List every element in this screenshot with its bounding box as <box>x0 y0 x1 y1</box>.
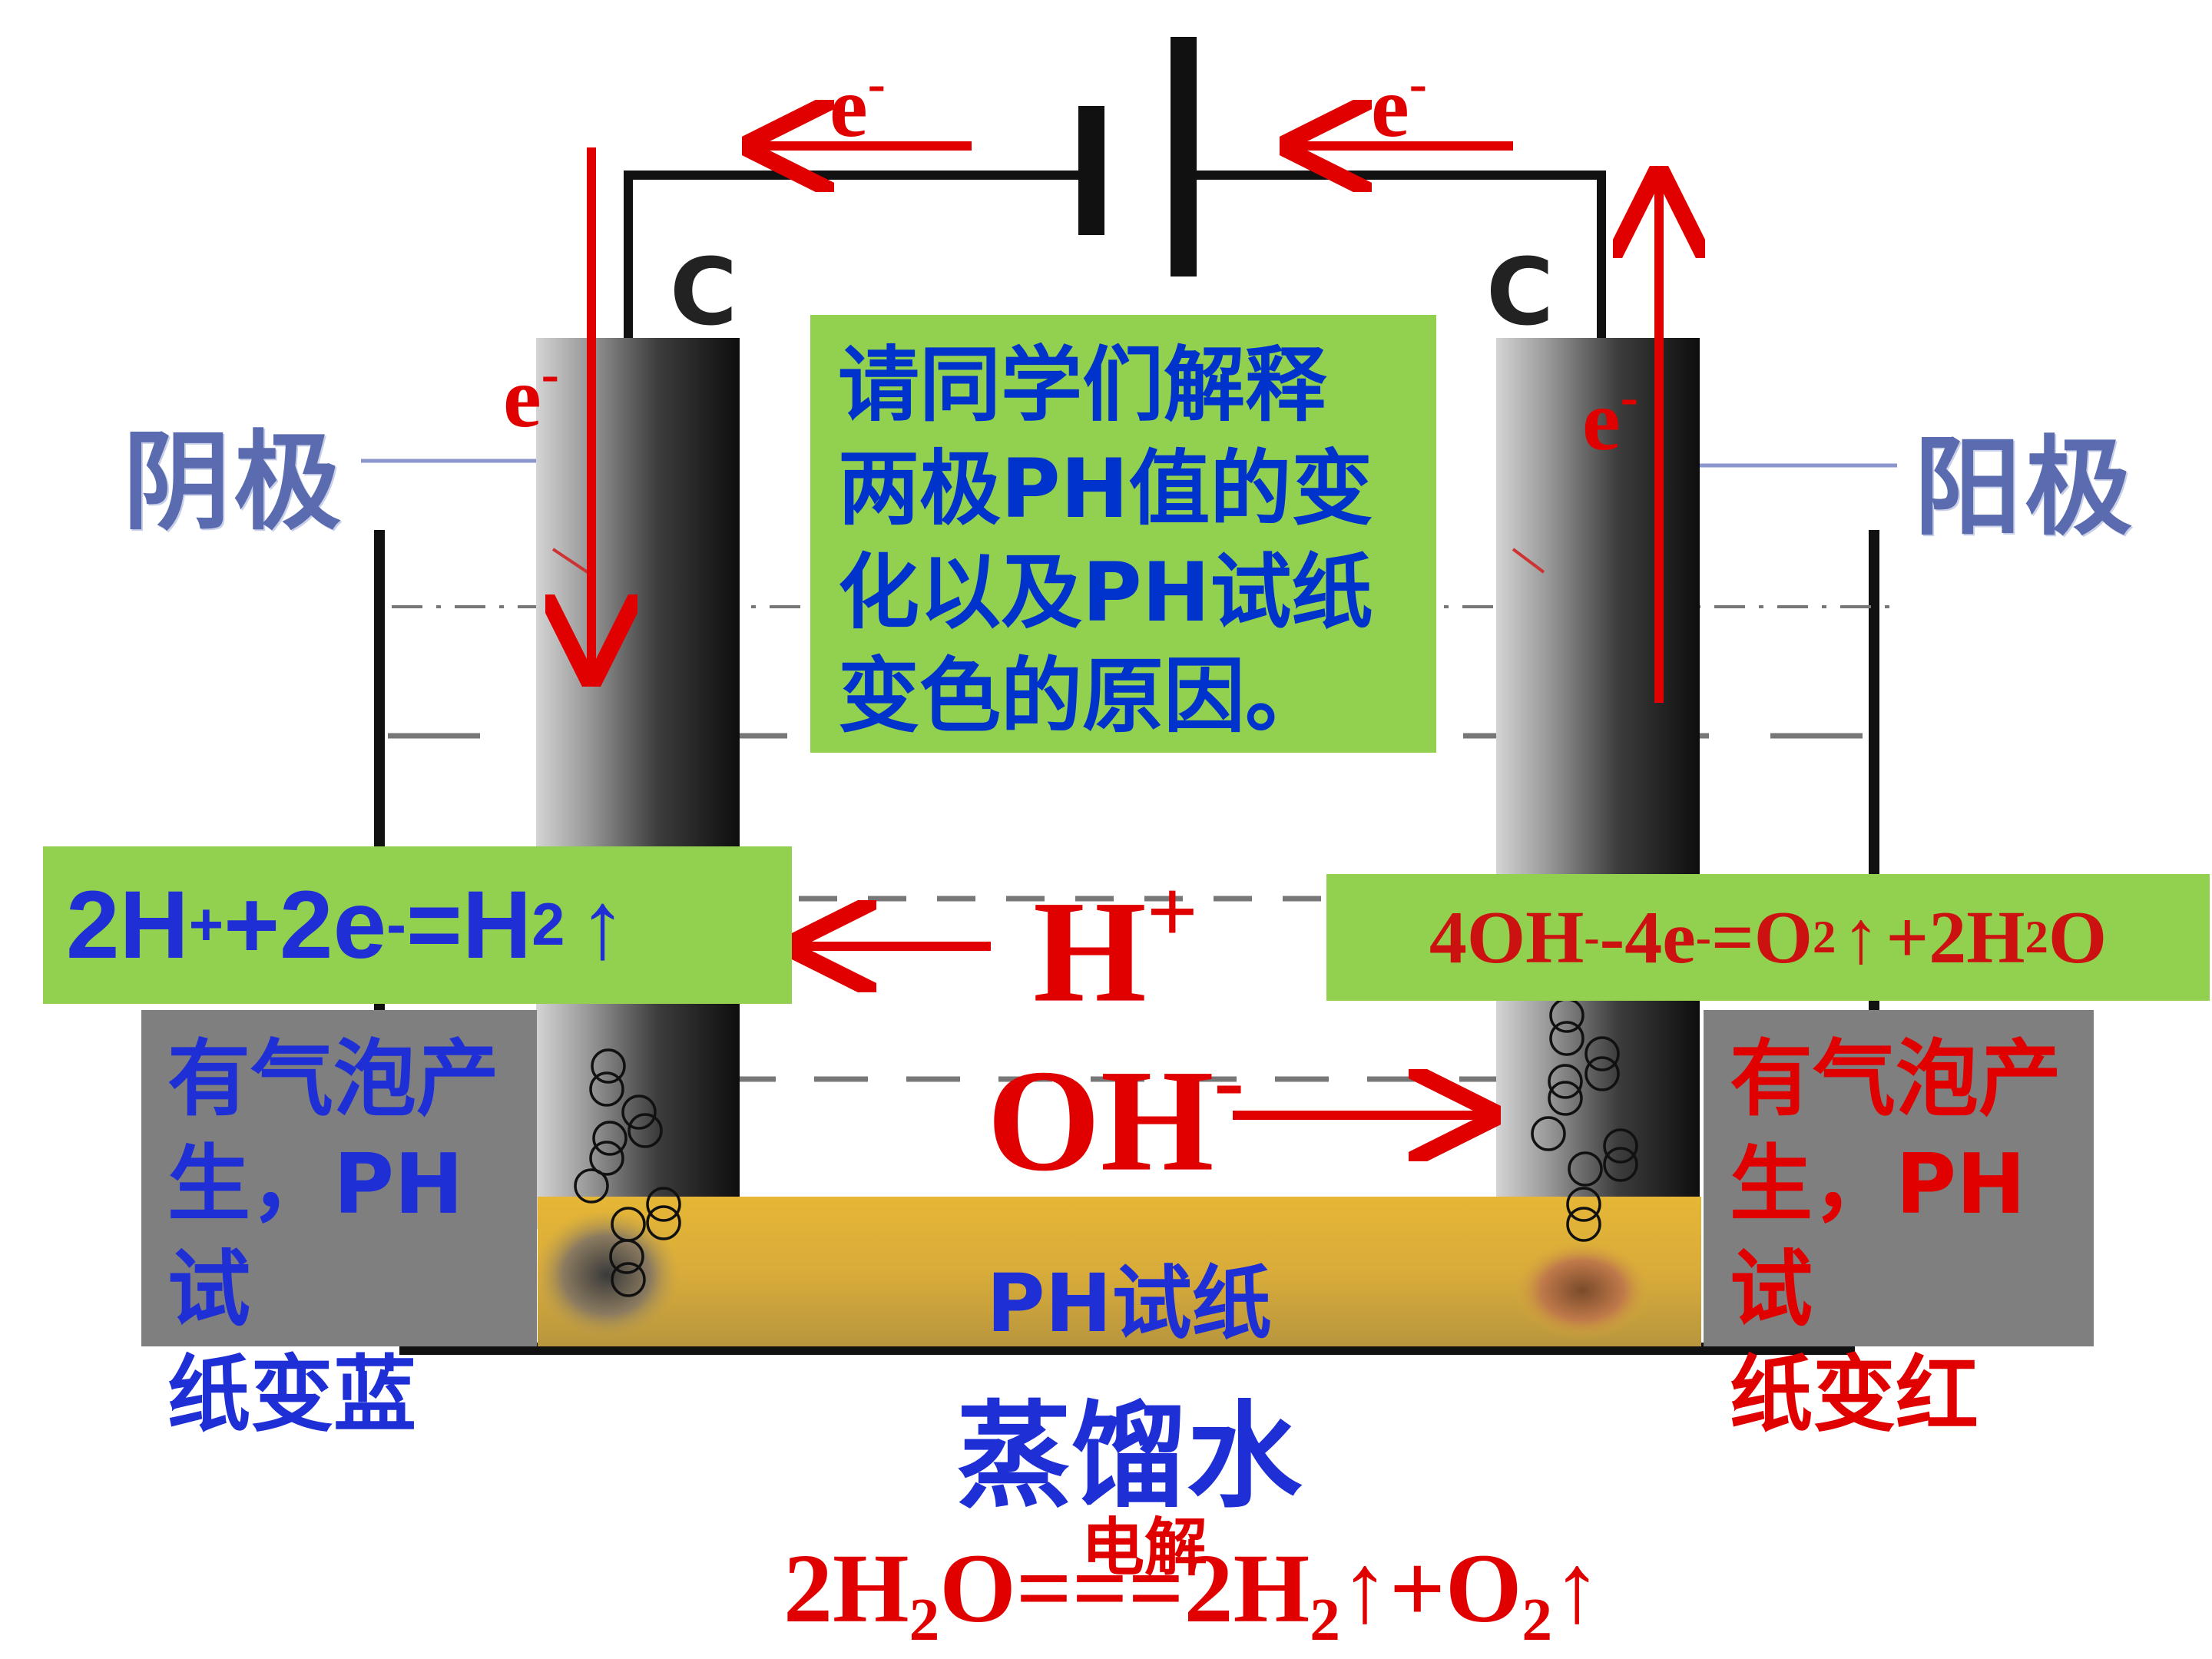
observation-line: 有气泡产 <box>167 1027 537 1132</box>
observation-line: 有气泡产 <box>1730 1027 2094 1132</box>
observation-line: 生，PH试 <box>1730 1132 2094 1343</box>
ph-paper-label: PH试纸 <box>922 1238 1336 1354</box>
electron-label-top-right: e- <box>1371 54 1427 157</box>
question-line: 化以及PH试纸 <box>838 541 1409 644</box>
question-line: 变色的原因。 <box>838 644 1409 748</box>
question-box: 请同学们解释 两极PH值的变 化以及PH试纸 变色的原因。 <box>810 315 1436 753</box>
anode-label: 阳极 <box>1914 401 2135 556</box>
battery-long-plate <box>1171 37 1197 276</box>
overall-equation: 2H2O===2H2↑+O2↑ <box>783 1532 1705 1655</box>
electron-label-top-left: e- <box>830 54 886 157</box>
oh-minus-ion: OH- <box>987 1029 1244 1205</box>
battery-short-plate <box>1078 106 1104 235</box>
question-line: 请同学们解释 <box>838 333 1409 437</box>
cathode-label: 阴极 <box>123 396 344 551</box>
h-plus-ion: H+ <box>1033 860 1198 1036</box>
anode-observation: 有气泡产 生，PH试 纸变红 <box>1704 1010 2094 1346</box>
observation-line: 纸变蓝 <box>167 1343 537 1448</box>
circuit-wire <box>626 171 1601 338</box>
electron-label-anode: e- <box>1582 367 1638 471</box>
cathode-observation: 有气泡产 生，PH试 纸变蓝 <box>141 1010 537 1346</box>
question-line: 两极PH值的变 <box>838 437 1409 541</box>
anode-rod <box>1496 338 1700 1229</box>
ph-paper-spot-left <box>534 1210 680 1340</box>
electron-label-cathode: e- <box>503 344 559 448</box>
cathode-material: C <box>670 240 737 346</box>
observation-line: 生，PH试 <box>167 1132 537 1343</box>
observation-line: 纸变红 <box>1730 1343 2094 1448</box>
ph-paper-spot-right <box>1513 1240 1651 1340</box>
anode-material: C <box>1486 240 1554 346</box>
